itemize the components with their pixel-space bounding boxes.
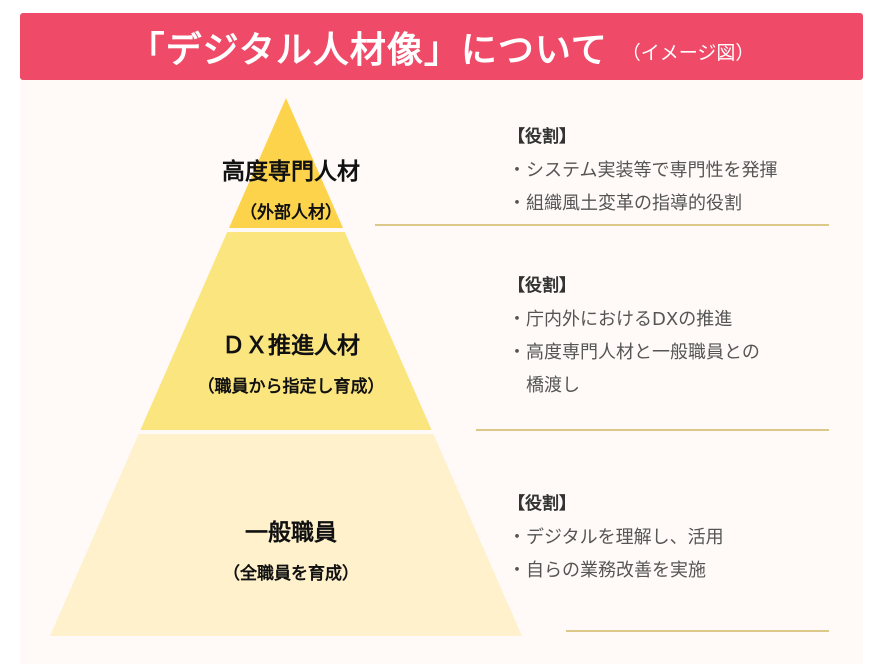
role-item: 橋渡し	[508, 375, 580, 396]
role-item: ・組織風土変革の指導的役割	[508, 193, 742, 214]
tier-name: 一般職員	[245, 520, 337, 546]
role-item: ・自らの業務改善を実施	[508, 560, 706, 581]
pyramid-tier-top	[228, 98, 344, 228]
role-box-top: 【役割】 ・システム実装等で専門性を発揮 ・組織風土変革の指導的役割	[508, 121, 777, 220]
page-subtitle: （イメージ図）	[621, 42, 755, 64]
pyramid-tier-middle	[140, 232, 432, 430]
role-item: ・高度専門人材と一般職員との	[508, 342, 760, 363]
role-heading: 【役割】	[508, 127, 576, 147]
tier-label-middle: ＤＸ推進人材 （職員から指定し育成）	[141, 326, 441, 397]
role-item: ・デジタルを理解し、活用	[508, 527, 724, 548]
tier-name: ＤＸ推進人材	[222, 333, 360, 359]
separator-line	[476, 429, 829, 431]
role-box-middle: 【役割】 ・庁内外におけるDXの推進 ・高度専門人材と一般職員との 橋渡し	[508, 270, 760, 402]
tier-subtitle: （全職員を育成）	[223, 564, 359, 584]
title-banner: 「デジタル人材像」について （イメージ図）	[20, 13, 863, 80]
role-box-bottom: 【役割】 ・デジタルを理解し、活用 ・自らの業務改善を実施	[508, 488, 724, 587]
tier-subtitle: （外部人材）	[240, 203, 342, 223]
role-item: ・庁内外におけるDXの推進	[508, 309, 733, 330]
tier-name: 高度専門人材	[222, 159, 360, 185]
tier-label-bottom: 一般職員 （全職員を育成）	[141, 513, 441, 584]
tier-subtitle: （職員から指定し育成）	[197, 377, 385, 397]
role-item: ・システム実装等で専門性を発揮	[508, 160, 778, 181]
separator-line	[375, 224, 829, 226]
pyramid-tier-bottom	[50, 434, 522, 636]
tier-label-top: 高度専門人材 （外部人材）	[141, 152, 441, 223]
separator-line	[566, 630, 829, 632]
role-heading: 【役割】	[508, 276, 576, 296]
page-title: 「デジタル人材像」について	[128, 29, 608, 71]
role-heading: 【役割】	[508, 494, 576, 514]
